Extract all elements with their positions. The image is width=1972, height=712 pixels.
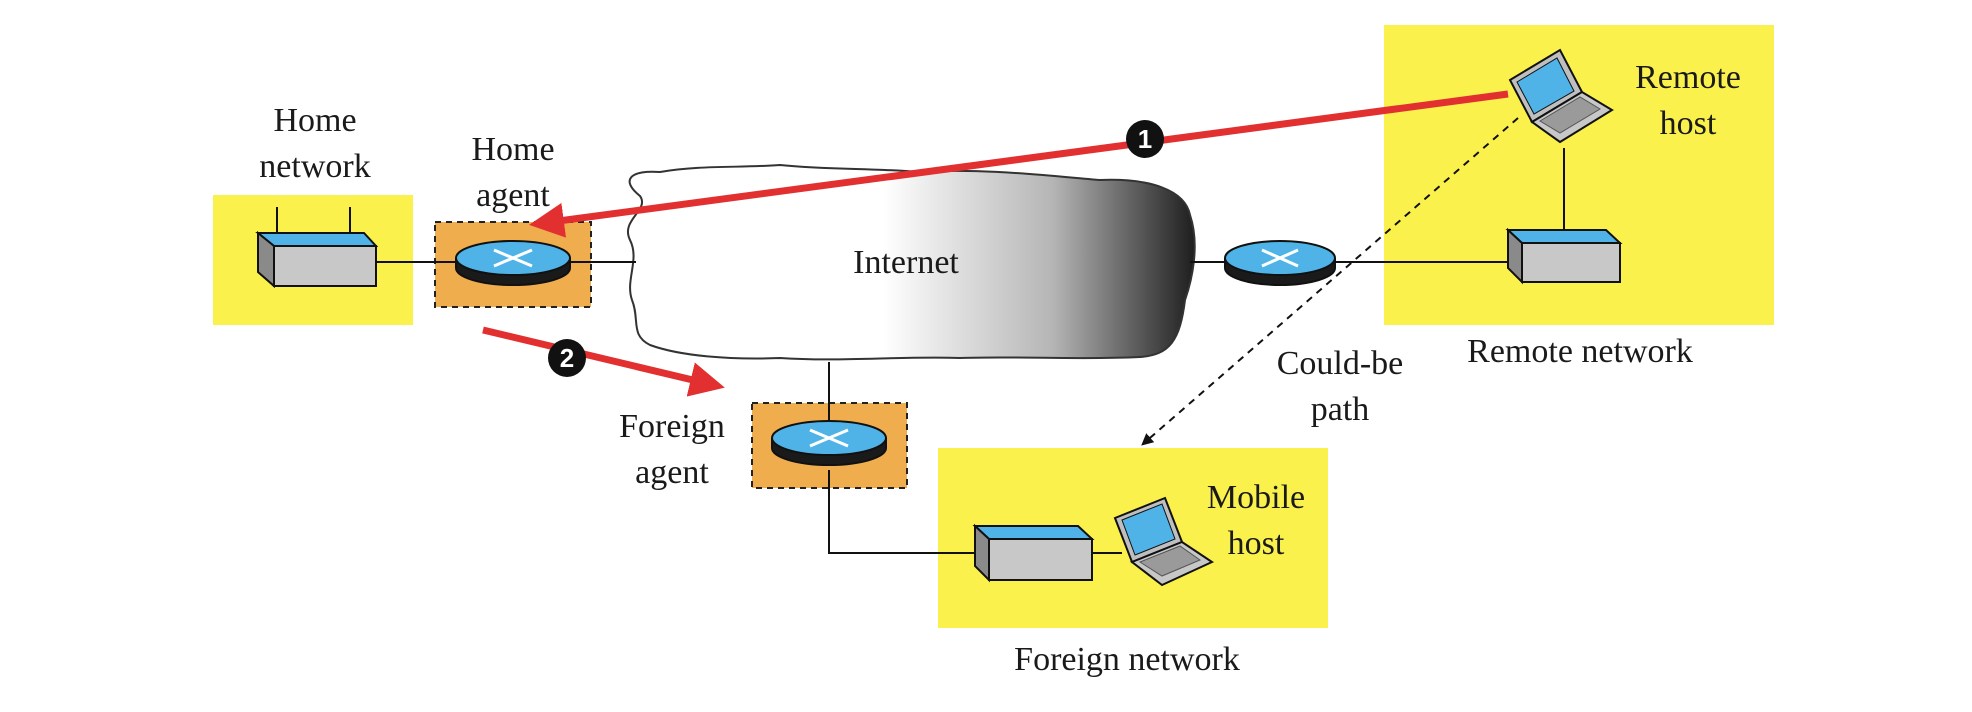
remote-router xyxy=(1224,240,1336,286)
foreign-agent-label-line1: Foreign xyxy=(619,408,725,445)
foreign-modem xyxy=(972,523,1095,583)
step-2-badge: 2 xyxy=(548,339,586,377)
home-agent-router xyxy=(455,240,571,286)
internet-cloud xyxy=(627,163,1196,361)
remote-host-label-line2: host xyxy=(1660,105,1717,142)
foreign-agent-router xyxy=(771,420,887,466)
remote-network-label: Remote network xyxy=(1467,333,1693,370)
home-network-label-line2: network xyxy=(259,148,370,185)
link-foreign-router-modem xyxy=(828,470,975,554)
internet-label: Internet xyxy=(853,244,959,281)
could-be-path-label-line1: Could-be xyxy=(1277,345,1404,382)
could-be-path-label-line2: path xyxy=(1311,391,1370,428)
remote-modem xyxy=(1505,227,1623,285)
could-be-path-arrow xyxy=(1141,117,1519,446)
home-access-point xyxy=(255,207,379,289)
home-agent-label-line1: Home xyxy=(471,131,554,168)
foreign-agent-label-line2: agent xyxy=(635,454,709,491)
step-2-number: 2 xyxy=(560,343,574,373)
step-1-number: 1 xyxy=(1138,124,1152,154)
remote-laptop-icon xyxy=(1508,48,1614,144)
step-1-arrow xyxy=(529,90,1509,238)
mobile-laptop-icon xyxy=(1113,496,1215,587)
home-agent-label-line2: agent xyxy=(476,177,550,214)
step-1-badge: 1 xyxy=(1126,120,1164,158)
mobile-host-label-line2: host xyxy=(1228,525,1285,562)
mobile-host-label-line1: Mobile xyxy=(1207,479,1305,516)
step-2-arrow xyxy=(482,326,725,397)
foreign-network-label: Foreign network xyxy=(1014,641,1240,678)
home-network-label-line1: Home xyxy=(273,102,356,139)
remote-host-label-line1: Remote xyxy=(1635,59,1741,96)
